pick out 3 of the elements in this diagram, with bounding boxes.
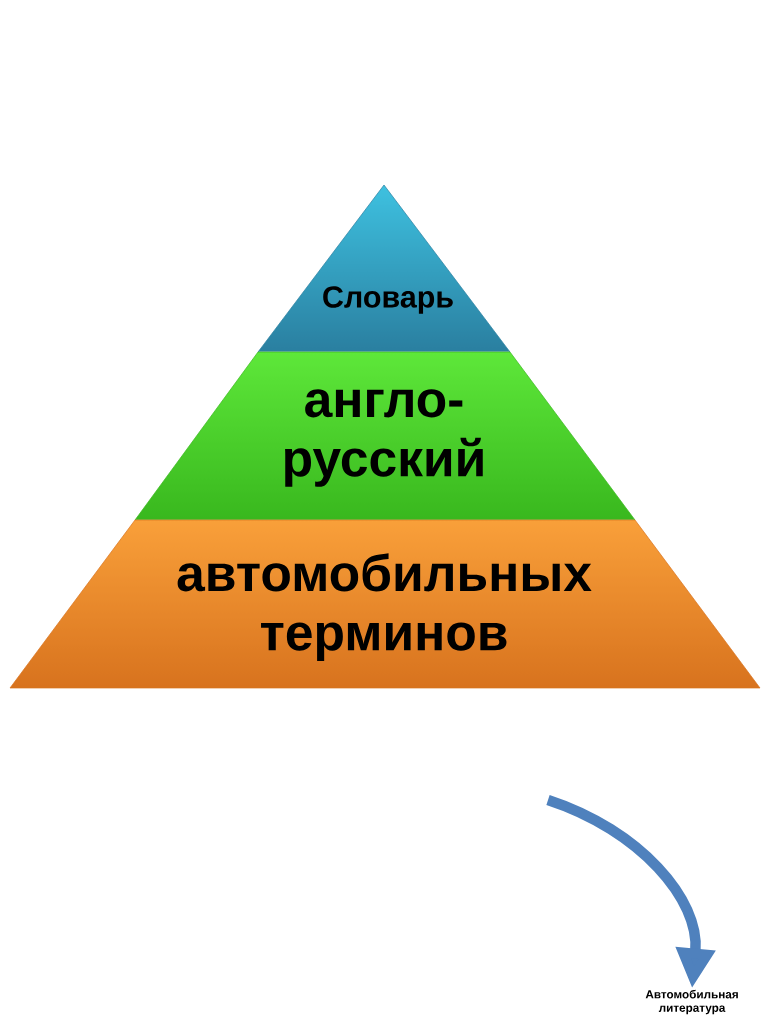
pyramid-tier: Словарь bbox=[257, 184, 511, 353]
text-label: Автомобильная литература bbox=[645, 989, 738, 1015]
pyramid-tier: автомобильных терминов bbox=[9, 519, 761, 689]
